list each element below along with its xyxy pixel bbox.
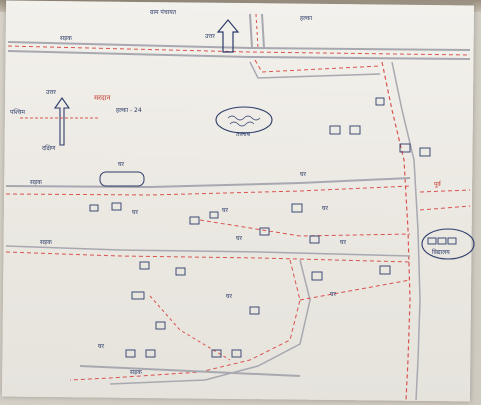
pond-icon [215,106,273,134]
east-vertical-road [381,61,421,401]
compass-north-label: उत्तर [46,89,56,96]
header-text: ग्राम पंचायत [150,9,177,16]
road-label-3: सड़क [40,239,52,246]
branch-roads [69,219,411,385]
center-sub: हल्का - 24 [116,107,142,114]
house-label-10: घर [98,343,105,350]
road-label-2: सड़क [30,179,42,186]
house-label-7: घर [340,239,347,246]
house-label-6: घर [236,235,243,242]
north-road [249,13,265,49]
road-label-4: सड़क [130,369,142,376]
house-label-2: घर [132,209,139,216]
lower-road [5,245,411,263]
school-icon [421,228,475,260]
center-title: मरदान [94,94,111,102]
house-label-5: घर [322,205,329,212]
house-label-8: घर [226,293,233,300]
road-label-1: सड़क [60,35,72,42]
houses [89,97,431,358]
north-label: उत्तर [205,33,215,40]
compass-south-label: दक्षिण [42,144,56,152]
school-label: विद्यालय [432,248,450,256]
east-label: पूर्व [434,180,442,188]
west-label: पश्चिम [10,108,25,116]
pond-label: तालाब [236,131,251,138]
house-label-4: घर [300,171,307,178]
header-right-text: हल्का [300,15,313,22]
house-label-9: घर [330,291,337,298]
house-label-1: घर [118,161,125,168]
compass-icon [20,97,100,146]
north-arrow-icon [216,19,240,53]
house-label-3: घर [222,207,229,214]
top-road [7,41,471,60]
junction-road [249,59,381,79]
middle-road [5,177,471,211]
